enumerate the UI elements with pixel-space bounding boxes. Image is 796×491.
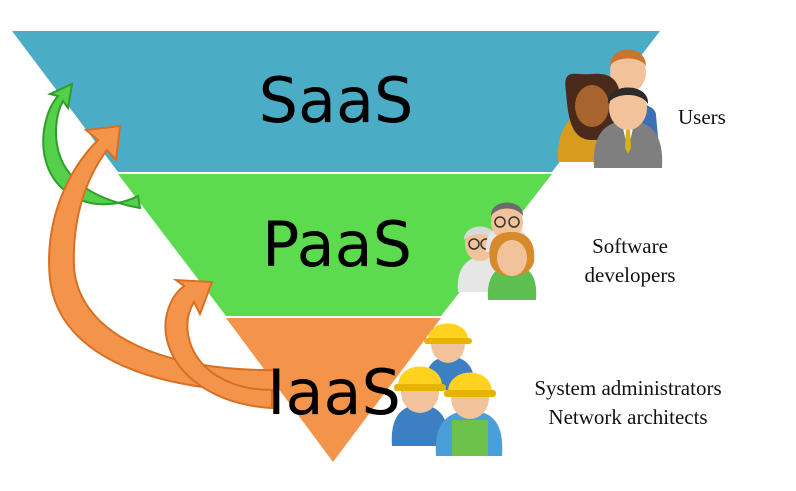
role-label-users: Users	[678, 103, 726, 132]
saas-band	[12, 31, 660, 172]
paas-label: PaaS	[262, 208, 412, 281]
paas-band	[118, 174, 552, 316]
iaas-label: IaaS	[267, 356, 401, 429]
role-line: System administrators	[534, 376, 722, 400]
hardhat-workers-group-icon	[391, 323, 503, 456]
role-line: Software	[592, 234, 668, 258]
iaas-to-saas-arrow	[48, 124, 279, 394]
developers-group-icon	[457, 202, 537, 300]
role-label-iaas-roles: System administrators Network architects	[512, 374, 744, 432]
role-line: developers	[584, 263, 676, 287]
role-line: Network architects	[548, 405, 708, 429]
users-group-icon	[557, 49, 663, 168]
role-label-developers: Software developers	[560, 232, 700, 290]
iaas-band	[226, 318, 441, 462]
saas-label: SaaS	[259, 64, 414, 137]
iaas-to-paas-arrow	[164, 278, 273, 410]
role-line: Users	[678, 105, 726, 129]
